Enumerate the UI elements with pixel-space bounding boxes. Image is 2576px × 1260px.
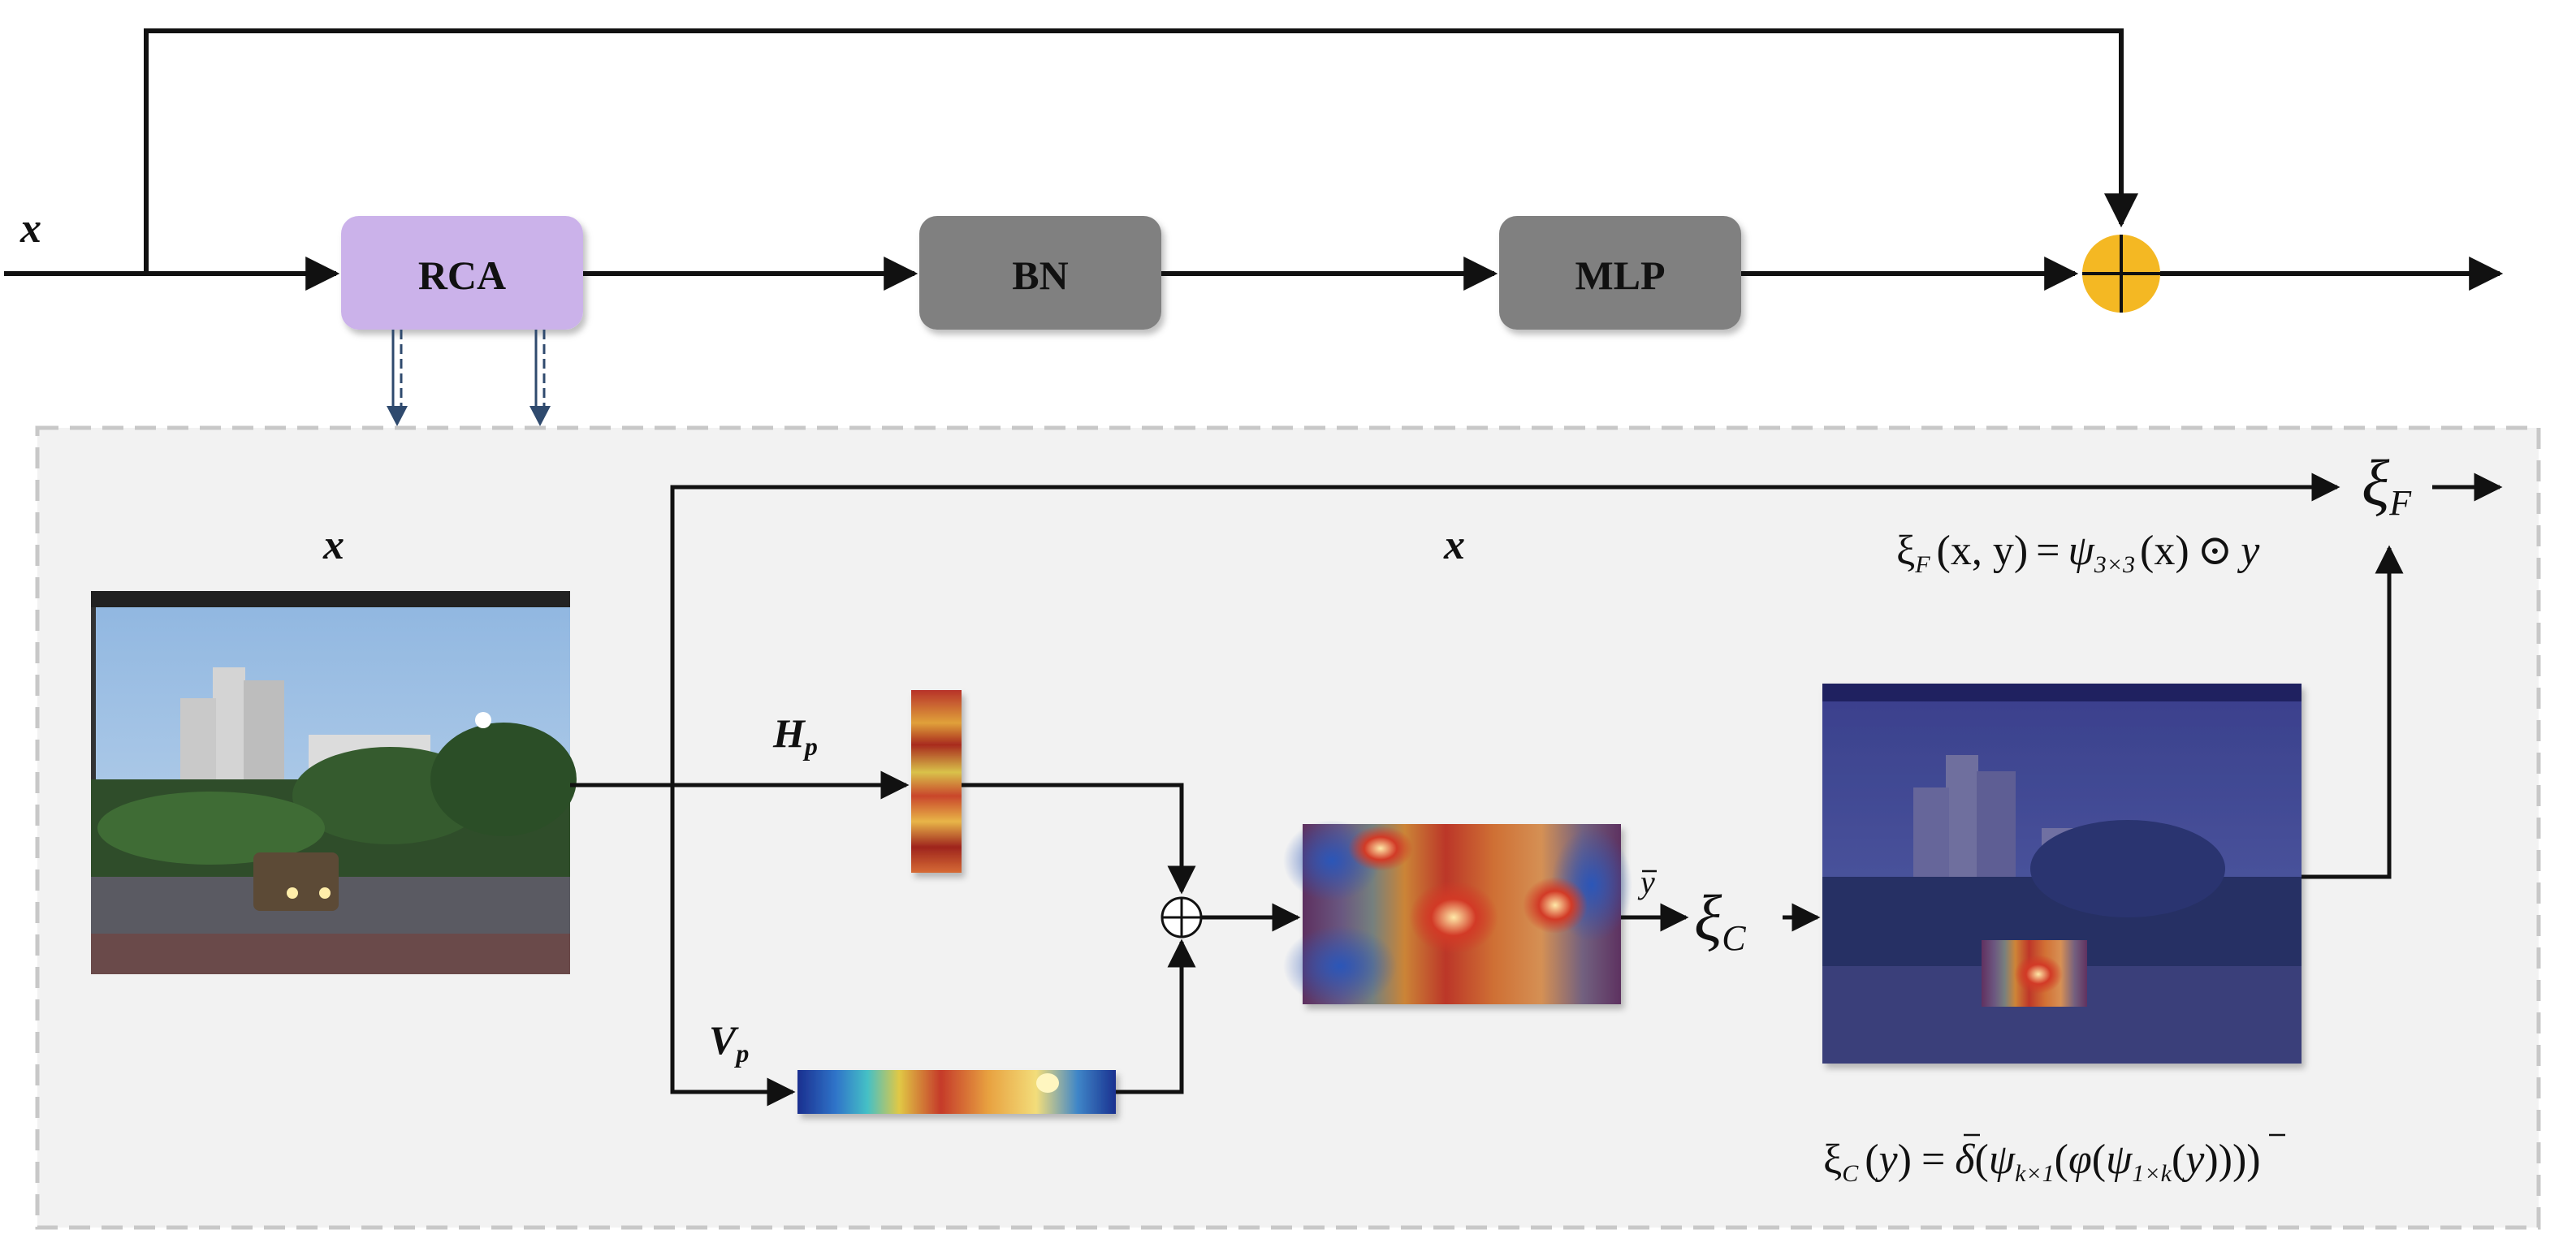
bn-block: BN [919, 216, 1161, 330]
arrow-output-to-xi-f [2302, 545, 2404, 879]
ybar-label: y [1637, 864, 1657, 900]
xi-f-label: ξF [2362, 448, 2412, 523]
vpool-label: Vp [709, 1017, 749, 1068]
panel-input-label-mid: x [1443, 522, 1465, 568]
top-pipeline: x RCA BN MLP [4, 28, 2504, 426]
sum-node [2082, 235, 2160, 313]
arrow-identity-to-xi-f [670, 472, 2340, 785]
rca-detail-panel: x x Hp [35, 425, 2541, 1230]
rca-label: RCA [418, 252, 506, 298]
top-input-label: x [19, 205, 41, 252]
horizontal-pooled-heatmap [911, 690, 962, 873]
skip-connection-arrow [144, 28, 2138, 274]
rca-block: RCA [341, 216, 583, 330]
vertical-pooled-heatmap [797, 1070, 1116, 1114]
hpool-label: Hp [772, 710, 818, 761]
rca-expand-arrows [387, 330, 551, 426]
mlp-block: MLP [1499, 216, 1741, 330]
input-street-image [91, 591, 577, 974]
mlp-label: MLP [1575, 252, 1665, 298]
panel-input-label-left: x [322, 522, 344, 568]
xi-c-label: ξC [1694, 883, 1746, 958]
arrow-hpool-to-add [962, 783, 1196, 895]
arrow-vpool-to-add [1116, 939, 1196, 1094]
svg-text:ξC(y)=δ(ψk×1(φ(ψ1×k(y)))): ξC(y)=δ(ψk×1(φ(ψ1×k(y)))) [1823, 1137, 2261, 1187]
output-attention-image [1822, 684, 2302, 1064]
svg-text:y: y [1637, 864, 1655, 900]
fused-attention-heatmap [1283, 820, 1632, 1007]
arrow-image-to-vpool [670, 785, 796, 1107]
bn-label: BN [1012, 252, 1068, 298]
add-node [1160, 896, 1203, 939]
equation-xi-c: ξC(y)=δ(ψk×1(φ(ψ1×k(y)))) [1823, 1133, 2285, 1187]
equation-xi-f: ξF(x, y)=ψ3×3(x)⊙y [1896, 528, 2260, 578]
